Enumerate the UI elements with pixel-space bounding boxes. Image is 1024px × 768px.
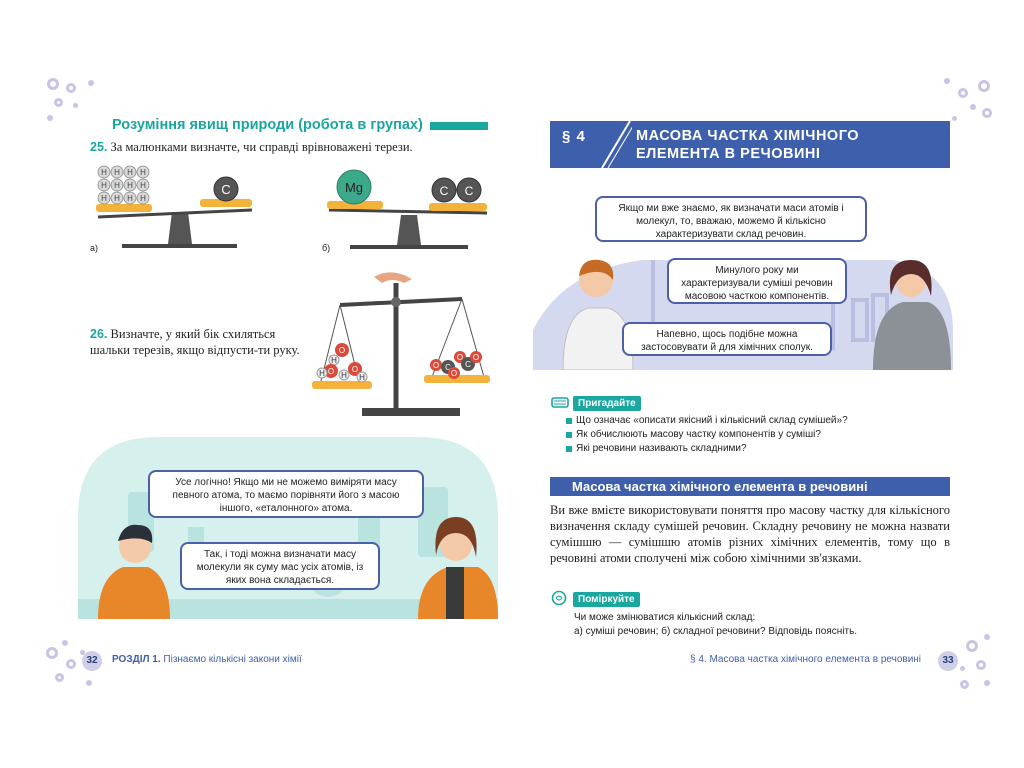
recall-tag: Пригадайте: [573, 396, 641, 411]
atom-label: C: [445, 363, 451, 372]
task-26: 26. Визначте, у який бік схиляться шальк…: [90, 326, 305, 358]
chapter-label: РОЗДІЛ 1.: [112, 654, 161, 665]
body-paragraph: Ви вже вмієте використовувати поняття пр…: [550, 503, 950, 565]
atom-label: H: [101, 194, 107, 203]
recall-item: Як обчислюють масову частку компонентів …: [566, 429, 821, 440]
atom-label: C: [221, 182, 230, 197]
atom-label: H: [140, 168, 146, 177]
task-26-text: Визначте, у який бік схиляться шальки те…: [90, 327, 300, 357]
atom-label: H: [101, 181, 107, 190]
chapter-title: Пізнаємо кількісні закони хімії: [163, 654, 302, 665]
atom-label: H: [127, 194, 133, 203]
speech-bubble-2: Так, і тоді можна визначати масу молекул…: [180, 542, 380, 590]
atom-label: Mg: [345, 180, 363, 195]
atom-label: H: [319, 369, 325, 378]
speech-bubble-4: Минулого року ми характеризували суміші …: [667, 258, 847, 304]
section-title-bar: [430, 122, 488, 130]
think-question-line-1: Чи може змінюватися кількісний склад:: [574, 612, 756, 623]
subsection-title: Масова частка хімічного елемента в речов…: [550, 477, 950, 496]
page-number-left: 32: [82, 651, 102, 671]
atom-label: O: [352, 365, 358, 374]
atom-label: H: [140, 181, 146, 190]
task-26-number: 26.: [90, 327, 108, 341]
speech-bubble-5: Напевно, щось подібне можна застосовуват…: [622, 322, 832, 356]
header-stripes: [601, 121, 632, 168]
atom-label: O: [451, 369, 457, 378]
atom-label: C: [440, 184, 449, 198]
atom-label: H: [101, 168, 107, 177]
footer-right: § 4. Масова частка хімічного елемента в …: [690, 654, 922, 665]
task-25-text: За малюнками визначте, чи справді врівно…: [110, 140, 413, 154]
atom-label: H: [359, 373, 365, 382]
recall-item: Які речовини називають складними?: [566, 443, 747, 454]
footer-left: РОЗДІЛ 1. Пізнаємо кількісні закони хімі…: [112, 654, 302, 665]
atom-label: H: [127, 181, 133, 190]
balance-scale-b: Mg C C: [327, 169, 488, 249]
brain-icon: [551, 590, 567, 606]
atom-label: O: [339, 346, 345, 355]
paragraph-title: МАСОВА ЧАСТКА ХІМІЧНОГО ЕЛЕМЕНТА В РЕЧОВ…: [636, 127, 859, 163]
figure-label-b: б): [322, 243, 331, 253]
figure-label-a: а): [90, 243, 99, 253]
atom-label: C: [465, 360, 471, 369]
atom-label: O: [457, 353, 463, 362]
page-number-right: 33: [938, 651, 958, 671]
atom-label: H: [127, 168, 133, 177]
recall-item: Що означає «описати якісний і кількісний…: [566, 415, 848, 426]
atom-label: O: [433, 361, 439, 370]
atom-label: H: [140, 194, 146, 203]
atom-label: H: [341, 371, 347, 380]
atom-label: H: [331, 356, 337, 365]
think-tag: Поміркуйте: [573, 592, 640, 607]
paragraph-header: § 4 МАСОВА ЧАСТКА ХІМІЧНОГО ЕЛЕМЕНТА В Р…: [550, 121, 950, 168]
paragraph-title-line-1: МАСОВА ЧАСТКА ХІМІЧНОГО: [636, 128, 859, 144]
atom-label: O: [473, 353, 479, 362]
hanging-balance: O H O H O H H O C O C O O: [312, 272, 490, 416]
paragraph-title-line-2: ЕЛЕМЕНТА В РЕЧОВИНІ: [636, 146, 821, 162]
speech-bubble-1: Усе логічно! Якщо ми не можемо виміряти …: [148, 470, 424, 518]
atom-label: C: [465, 184, 474, 198]
lab-scene-left: [78, 437, 498, 619]
book-icon: [551, 395, 569, 409]
task-25-number: 25.: [90, 140, 108, 154]
speech-bubble-3: Якщо ми вже знаємо, як визначати маси ат…: [595, 196, 867, 242]
atom-label: H: [114, 194, 120, 203]
section-title: Розуміння явищ природи (робота в групах): [112, 117, 423, 133]
atom-label: O: [328, 367, 334, 376]
atom-label: H: [114, 181, 120, 190]
atom-label: H: [114, 168, 120, 177]
think-question-line-2: а) суміші речовин; б) складної речовини?…: [574, 626, 858, 637]
task-25: 25. За малюнками визначте, чи справді вр…: [90, 139, 413, 155]
paragraph-number: § 4: [562, 128, 586, 145]
